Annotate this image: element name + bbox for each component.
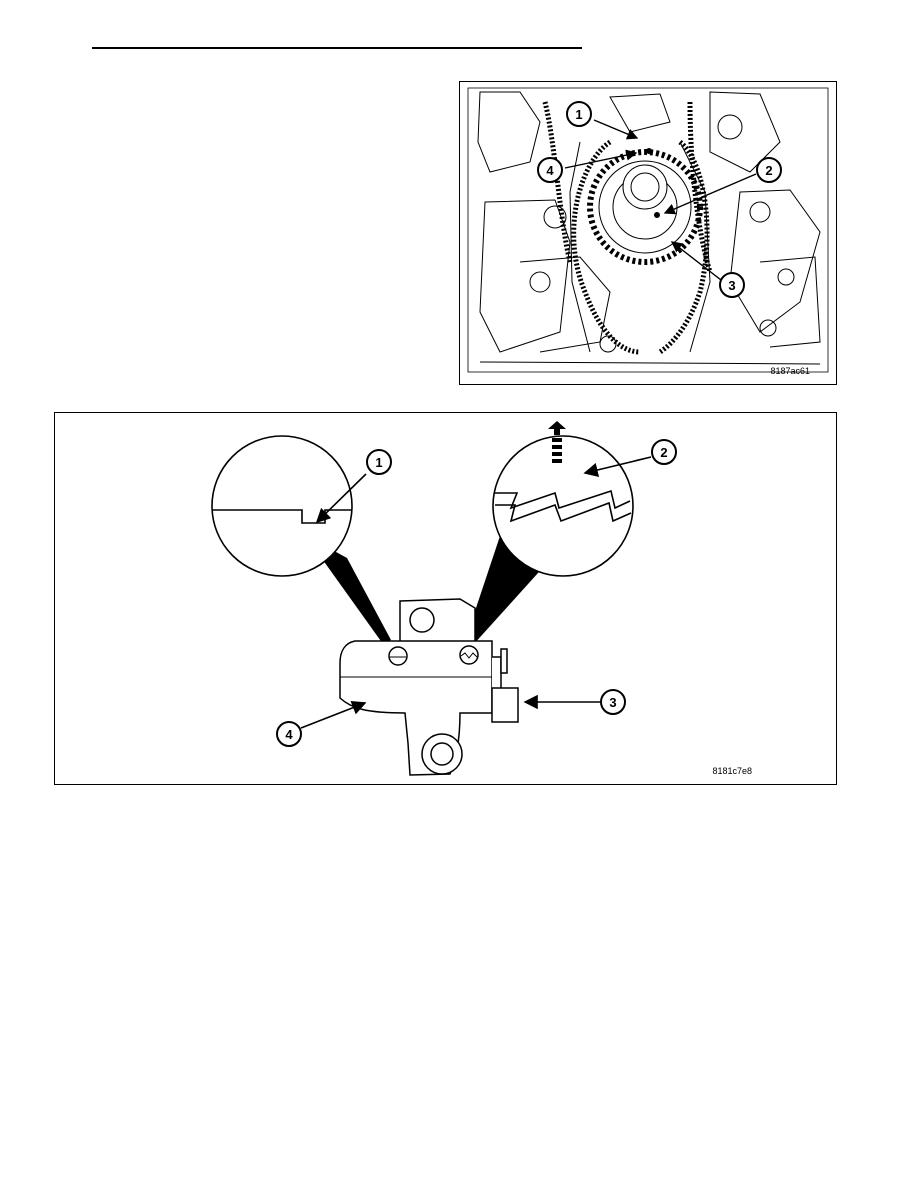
timing-chain-figure: 1 2 3 4 8187ac61 (459, 81, 837, 385)
callout-2: 2 (651, 439, 677, 465)
callout-1: 1 (366, 449, 392, 475)
figure-code: 8181c7e8 (712, 766, 752, 776)
timing-chain-illustration (467, 87, 829, 373)
tensioner-figure: 1 2 3 4 8181c7e8 (54, 412, 837, 785)
callout-1: 1 (566, 101, 592, 127)
callout-4: 4 (276, 721, 302, 747)
callout-3: 3 (719, 272, 745, 298)
header-rule (92, 47, 582, 49)
figure-code: 8187ac61 (770, 366, 810, 376)
callout-4: 4 (537, 157, 563, 183)
callout-3: 3 (600, 689, 626, 715)
callout-2: 2 (756, 157, 782, 183)
tensioner-illustration (211, 421, 652, 776)
